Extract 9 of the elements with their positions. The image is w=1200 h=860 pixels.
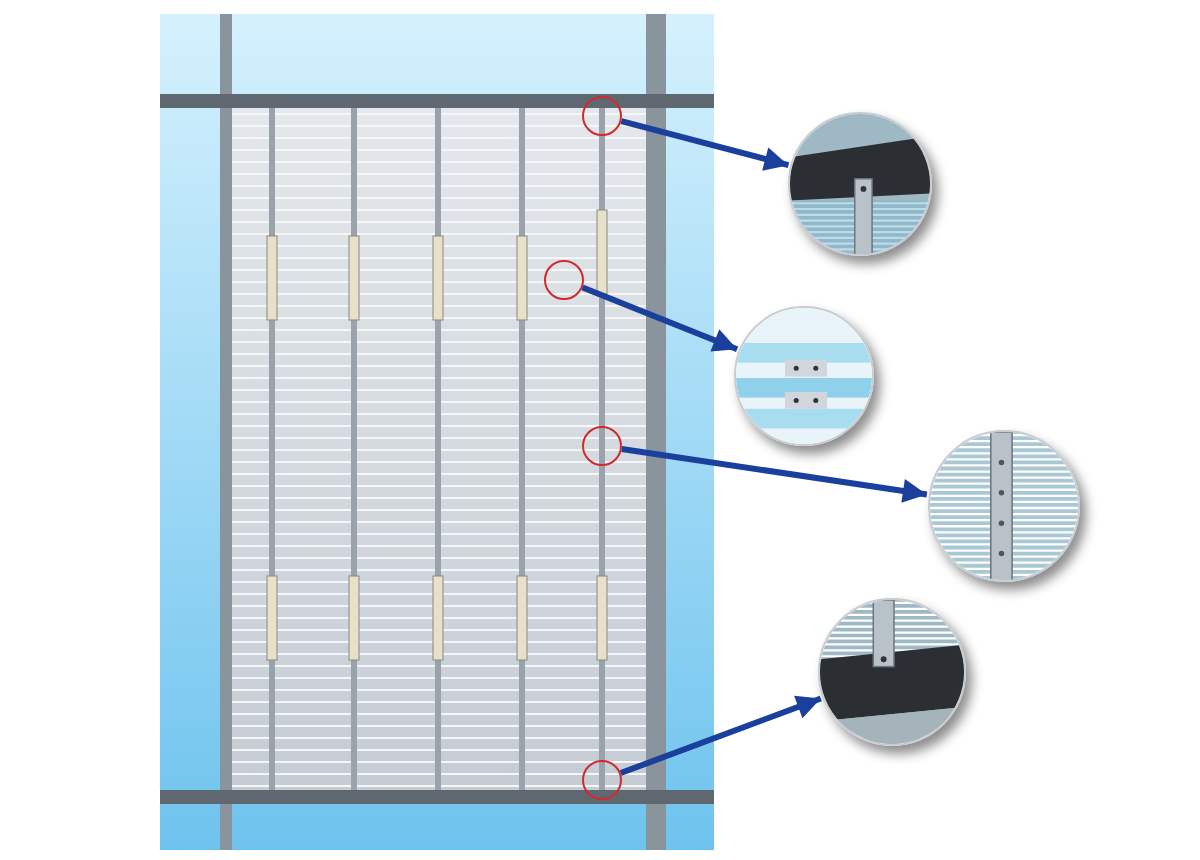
arrow [581,284,739,353]
detail-magnifier-drawing [788,112,932,256]
detail-magnifier-drawing [734,306,874,446]
arrow [620,118,790,171]
detail-magnifier-drawing [818,598,966,746]
arrow [619,695,822,776]
detail-magnifier-drawing [928,430,1080,582]
arrow [621,446,928,503]
window-blinds-drawing [160,14,714,850]
